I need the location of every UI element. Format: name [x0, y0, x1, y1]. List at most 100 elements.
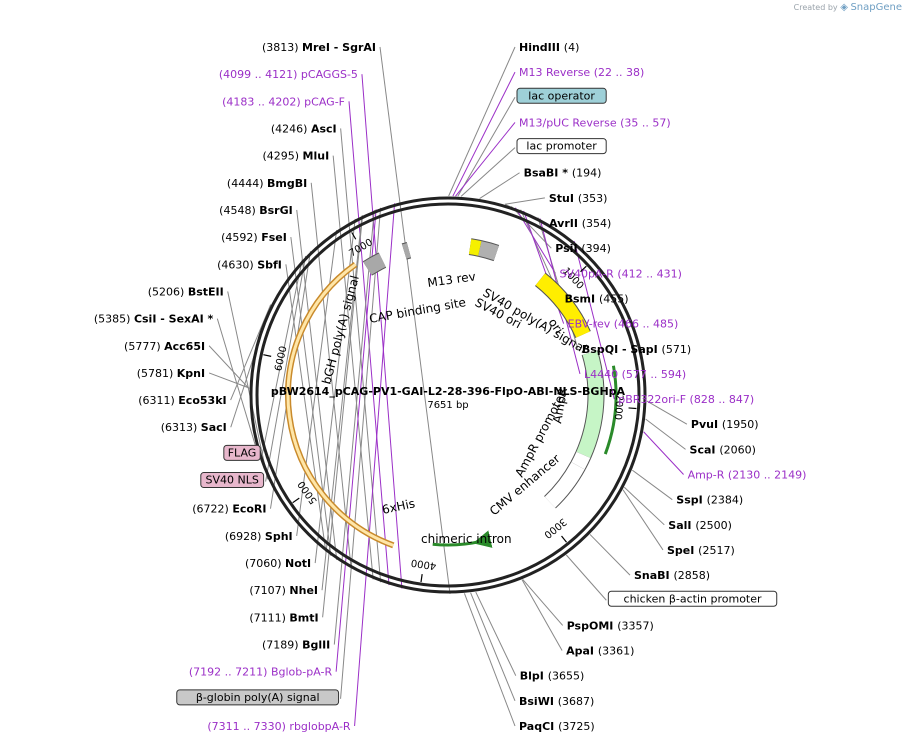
enzyme-label-acc65i: (5777) Acc65I — [124, 340, 205, 353]
site-coord: (5781) — [137, 367, 177, 380]
site-name: BlpI — [520, 670, 548, 683]
leader-mlui — [332, 155, 374, 580]
leader-psii — [510, 205, 552, 249]
site-name: CsiI - SexAI * — [134, 313, 214, 326]
site-coord: (2500) — [695, 519, 732, 532]
primer-label-rbglobpa-r: (7311 .. 7330) rbglobpA-R — [207, 720, 351, 733]
leader-scai — [645, 418, 686, 450]
site-coord: (1950) — [722, 418, 759, 431]
leader-bsteii — [227, 291, 269, 480]
tick-mark-5000 — [292, 497, 300, 504]
site-name: M13/pUC Reverse — [519, 116, 620, 129]
box-chicken-actin-promoter — [607, 590, 778, 607]
leader-amp-r — [643, 431, 684, 475]
leader-acc65i — [208, 345, 250, 390]
enzyme-label-scai: ScaI (2060) — [690, 443, 756, 456]
site-name: BmgBI — [267, 177, 307, 190]
leader-sphi — [296, 229, 338, 536]
enzyme-label-bsmi: BsmI (455) — [565, 292, 629, 305]
leader-pcaggs-5 — [361, 74, 403, 589]
primer-label-m13-puc-reverse: M13/pUC Reverse (35 .. 57) — [519, 116, 671, 129]
enzyme-label-avrii: AvrII (354) — [549, 217, 611, 230]
site-name: PvuI — [691, 418, 722, 431]
enzyme-label-hindiii: HindIII (4) — [519, 41, 579, 54]
leader-kpni — [208, 372, 250, 389]
tick-mark-1000 — [580, 265, 587, 273]
leader-sali — [623, 486, 665, 526]
enzyme-label-sali: SalI (2500) — [668, 519, 732, 532]
snapgene-credit: Created by ◈ SnapGene — [794, 2, 902, 13]
site-name: BsaBI * — [524, 167, 572, 180]
enzyme-label-sphi: (6928) SphI — [225, 530, 293, 543]
site-name: Bglob-pA-R — [271, 666, 333, 679]
leader-lac-promoter — [460, 147, 516, 197]
enzyme-label-saci: (6313) SacI — [161, 421, 227, 434]
site-name: L4440 — [584, 368, 622, 381]
site-coord: (3361) — [598, 645, 635, 658]
primer-label-pcag-f: (4183 .. 4202) pCAG-F — [222, 95, 345, 108]
site-coord: (2060) — [719, 443, 756, 456]
leader-hindiii — [448, 46, 516, 197]
box-label-sv40-nls: SV40 NLS — [206, 474, 259, 487]
site-coord: (6928) — [225, 530, 265, 543]
enzyme-label-kpni: (5781) KpnI — [137, 367, 205, 380]
ampr-label: AmpR — [550, 387, 570, 425]
box-label-globin-poly-a-signal: β-globin poly(A) signal — [196, 691, 320, 704]
site-coord: (4246) — [271, 122, 311, 135]
site-name: KpnI — [177, 367, 205, 380]
leader-spei — [622, 489, 664, 551]
tick-mark-6000 — [263, 354, 272, 357]
enzyme-label-sbfi: (4630) SbfI — [217, 258, 282, 271]
site-coord: (2517) — [698, 544, 735, 557]
enzyme-label-pspomi: PspOMI (3357) — [567, 619, 654, 632]
enzyme-label-noti: (7060) NotI — [245, 557, 311, 570]
site-name: BstEII — [188, 285, 224, 298]
box-globin-poly-a-signal — [176, 689, 340, 706]
site-coord: (6722) — [192, 503, 232, 516]
leader-apai — [521, 579, 563, 651]
site-name: AscI — [311, 122, 337, 135]
enzyme-label-paqci: PaqCI (3725) — [519, 720, 595, 733]
enzyme-label-bsabi: BsaBI * (194) — [524, 167, 602, 180]
primer-label-pcaggs-5: (4099 .. 4121) pCAGGS-5 — [219, 68, 358, 81]
site-coord: (7060) — [245, 557, 285, 570]
site-coord: (4444) — [227, 177, 267, 190]
site-coord: (6311) — [138, 394, 178, 407]
leader-snabi — [589, 534, 631, 576]
enzyme-label-eco53ki: (6311) Eco53kI — [138, 394, 226, 407]
plasmid-length: 7651 bp — [427, 400, 468, 411]
cds-arc — [286, 263, 394, 547]
leader-blpi — [475, 591, 517, 676]
site-name: MreI - SgrAI — [302, 41, 376, 54]
tick-label-7000: 7000 — [347, 237, 375, 259]
amp-green-arc — [603, 365, 618, 455]
site-coord: (194) — [572, 167, 602, 180]
snapgene-logo-icon: ◈ — [840, 2, 848, 13]
primer-label-bglob-pa-r: (7192 .. 7211) Bglob-pA-R — [189, 666, 333, 679]
leader-noti — [314, 218, 356, 564]
feature-sv40-poly-a-signal — [478, 241, 499, 261]
leader-m13-reverse — [452, 71, 516, 197]
site-name: BsiWI — [519, 695, 558, 708]
primer-label-sv40pa-r: SV40pA-R (412 .. 431) — [559, 267, 681, 280]
leader-flag — [261, 259, 303, 455]
site-name: NotI — [285, 557, 311, 570]
box-label-flag: FLAG — [228, 446, 257, 459]
tick-mark-2000 — [628, 407, 637, 410]
feature-ampr-promoter — [571, 451, 591, 470]
leader-pvui — [646, 400, 688, 425]
leader-bglii — [333, 210, 375, 645]
site-coord: (6313) — [161, 421, 201, 434]
enzyme-label-bmgbi: (4444) BmgBI — [227, 177, 307, 190]
site-coord: (3655) — [548, 670, 585, 683]
site-coord: (3687) — [558, 695, 595, 708]
site-coord: (455) — [599, 292, 629, 305]
enzyme-label-stui: StuI (353) — [549, 192, 608, 205]
site-coord: (7107) — [249, 584, 289, 597]
enzyme-label-mrei-sgrai: (3813) MreI - SgrAI — [262, 41, 376, 54]
site-coord: (7311 .. 7330) — [207, 720, 289, 733]
credit-brand: SnapGene — [850, 2, 902, 13]
feature-ampr — [576, 350, 604, 458]
tick-mark-3000 — [561, 535, 568, 543]
leader-bsiwi — [470, 592, 516, 702]
